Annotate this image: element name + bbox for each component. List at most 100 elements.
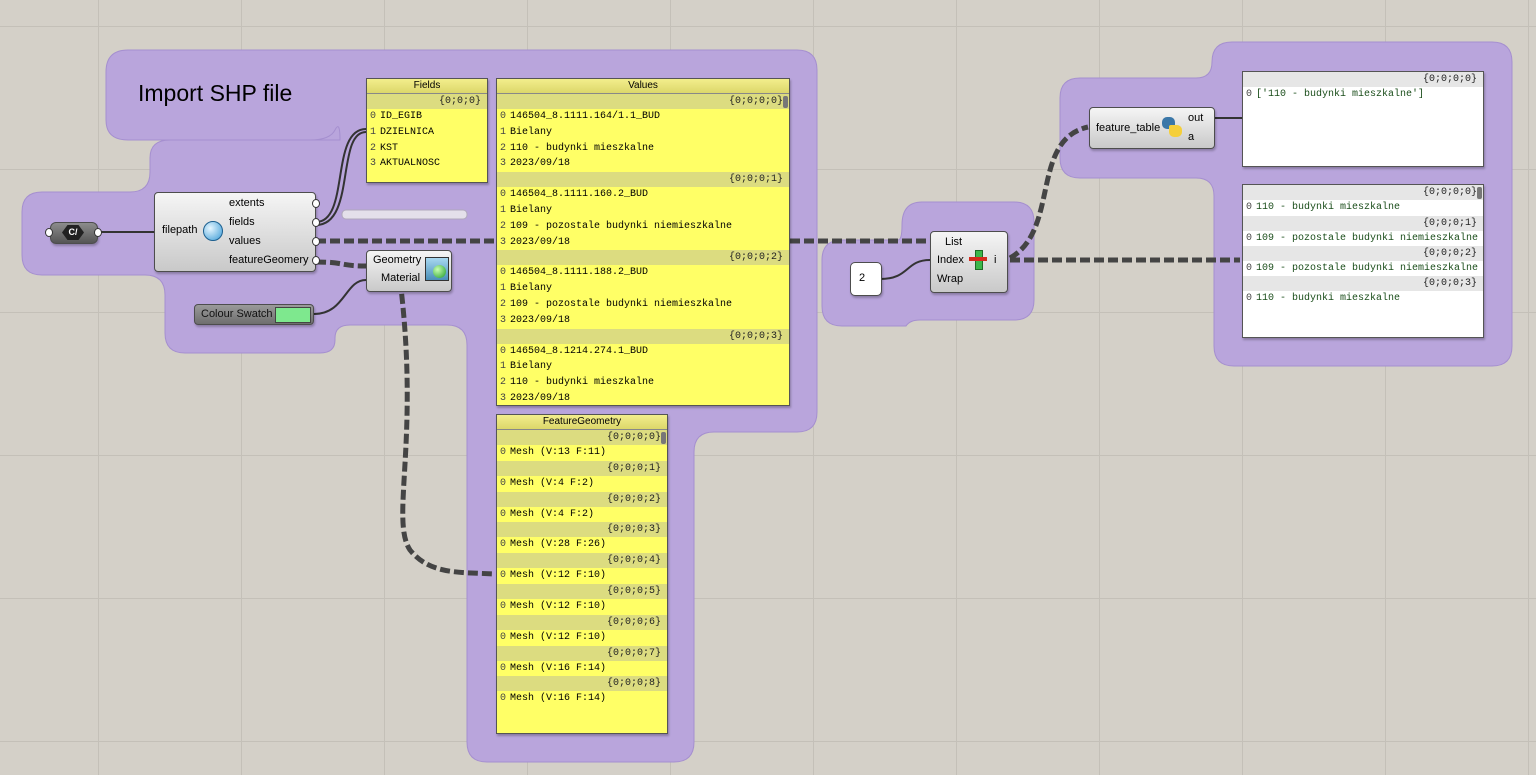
branch-path: {0;0;0;3} bbox=[497, 328, 789, 344]
wire-swatch-to-material bbox=[313, 279, 367, 315]
list-item-component[interactable]: List Index Wrap i bbox=[930, 231, 1008, 293]
item-index: 0 bbox=[500, 631, 507, 643]
list-item-output[interactable]: i bbox=[994, 254, 997, 266]
item-value: Mesh (V:4 F:2) bbox=[510, 477, 595, 489]
branch-path: {0;0;0;3} bbox=[497, 522, 667, 538]
import-shp-component[interactable]: filepath extents fields values featureGe… bbox=[154, 192, 316, 272]
feature-table-input[interactable]: feature_table bbox=[1096, 122, 1161, 134]
item-index: 2 bbox=[500, 298, 507, 310]
number-value[interactable]: 2 bbox=[859, 272, 866, 284]
extents-output[interactable]: extents bbox=[229, 197, 265, 209]
list-input[interactable]: List bbox=[945, 236, 963, 248]
geometry-input[interactable]: Geometry bbox=[373, 254, 422, 266]
item-index: 1 bbox=[500, 204, 507, 216]
branch-path: {0;0;0;1} bbox=[497, 460, 667, 476]
branch-path: {0;0;0;0} bbox=[497, 430, 667, 445]
colour-swatch[interactable]: Colour Swatch bbox=[194, 304, 314, 325]
python-component[interactable]: feature_table out a bbox=[1089, 107, 1215, 149]
custom-preview-component[interactable]: Geometry Material bbox=[366, 250, 452, 292]
item-index: 1 bbox=[500, 283, 507, 295]
item-index: 3 bbox=[500, 158, 507, 170]
branch-path: {0;0;0;1} bbox=[497, 172, 789, 188]
group-divider-bar bbox=[341, 209, 468, 220]
item-index: 3 bbox=[370, 158, 377, 170]
item-index: 2 bbox=[370, 142, 377, 154]
item-index: 0 bbox=[1246, 89, 1253, 100]
item-value: DZIELNICA bbox=[380, 126, 435, 138]
item-index: 0 bbox=[500, 267, 507, 279]
branch-path: {0;0;0;6} bbox=[497, 614, 667, 630]
branch-path: {0;0;0;0} bbox=[1243, 72, 1483, 87]
branch-path: {0;0;0;7} bbox=[497, 645, 667, 661]
colour-swatch-color[interactable] bbox=[275, 307, 311, 323]
filepath-input[interactable]: filepath bbox=[162, 224, 198, 236]
featuregeometry-output[interactable]: featureGeomery bbox=[229, 254, 309, 266]
python-out-panel[interactable]: {0;0;0;0} 0['110 - budynki mieszkalne'] bbox=[1242, 71, 1484, 167]
wrap-input[interactable]: Wrap bbox=[937, 273, 964, 285]
featuregeometry-scrollbar[interactable] bbox=[661, 432, 666, 444]
item-value: 146504_8.1214.274.1_BUD bbox=[510, 345, 649, 357]
branch-path: {0;0;0;2} bbox=[497, 250, 789, 266]
item-index: 0 bbox=[500, 477, 507, 489]
item-index: 0 bbox=[500, 345, 507, 357]
values-output[interactable]: values bbox=[229, 235, 261, 247]
item-value: Mesh (V:12 F:10) bbox=[510, 600, 607, 612]
file-path-param[interactable]: C/ bbox=[50, 222, 98, 244]
item-index: 0 bbox=[500, 693, 507, 705]
values-scrollbar[interactable] bbox=[783, 96, 788, 108]
item-value: Bielany bbox=[510, 283, 553, 295]
item-value: 2023/09/18 bbox=[510, 236, 571, 248]
item-value: ID_EGIB bbox=[380, 111, 423, 122]
item-value: 110 - budynki mieszkalne bbox=[1256, 202, 1401, 213]
item-value: 146504_8.1111.160.2_BUD bbox=[510, 189, 649, 201]
wire-fields-to-panel bbox=[315, 128, 367, 223]
grip bbox=[312, 199, 320, 208]
item-index: 3 bbox=[500, 392, 507, 404]
branch-path: {0;0;0;4} bbox=[497, 553, 667, 569]
branch-path: {0;0;0;1} bbox=[1243, 215, 1483, 231]
item-value: 2023/09/18 bbox=[510, 392, 571, 404]
grip bbox=[312, 256, 320, 265]
index-input[interactable]: Index bbox=[937, 254, 964, 266]
item-value: 2023/09/18 bbox=[510, 158, 571, 170]
item-value: 110 - budynki mieszkalne bbox=[510, 142, 655, 154]
item-index: 0 bbox=[1246, 262, 1253, 274]
branch-path: {0;0;0;3} bbox=[1243, 275, 1483, 291]
result-scrollbar[interactable] bbox=[1477, 187, 1482, 199]
out-output[interactable]: out bbox=[1188, 112, 1204, 124]
material-input[interactable]: Material bbox=[381, 272, 421, 284]
a-output[interactable]: a bbox=[1188, 131, 1195, 143]
item-index: 0 bbox=[500, 570, 507, 582]
item-value: AKTUALNOSC bbox=[380, 158, 441, 170]
item-value: 146504_8.1111.188.2_BUD bbox=[510, 267, 649, 279]
number-param[interactable]: 2 bbox=[850, 262, 882, 296]
list-item-icon bbox=[969, 250, 987, 270]
group-title: Import SHP file bbox=[138, 80, 293, 106]
branch-path: {0;0;0;0} bbox=[497, 94, 789, 109]
featuregeometry-panel-title: FeatureGeometry bbox=[497, 415, 667, 430]
fields-output[interactable]: fields bbox=[229, 216, 255, 228]
item-value: Mesh (V:12 F:10) bbox=[510, 631, 607, 643]
